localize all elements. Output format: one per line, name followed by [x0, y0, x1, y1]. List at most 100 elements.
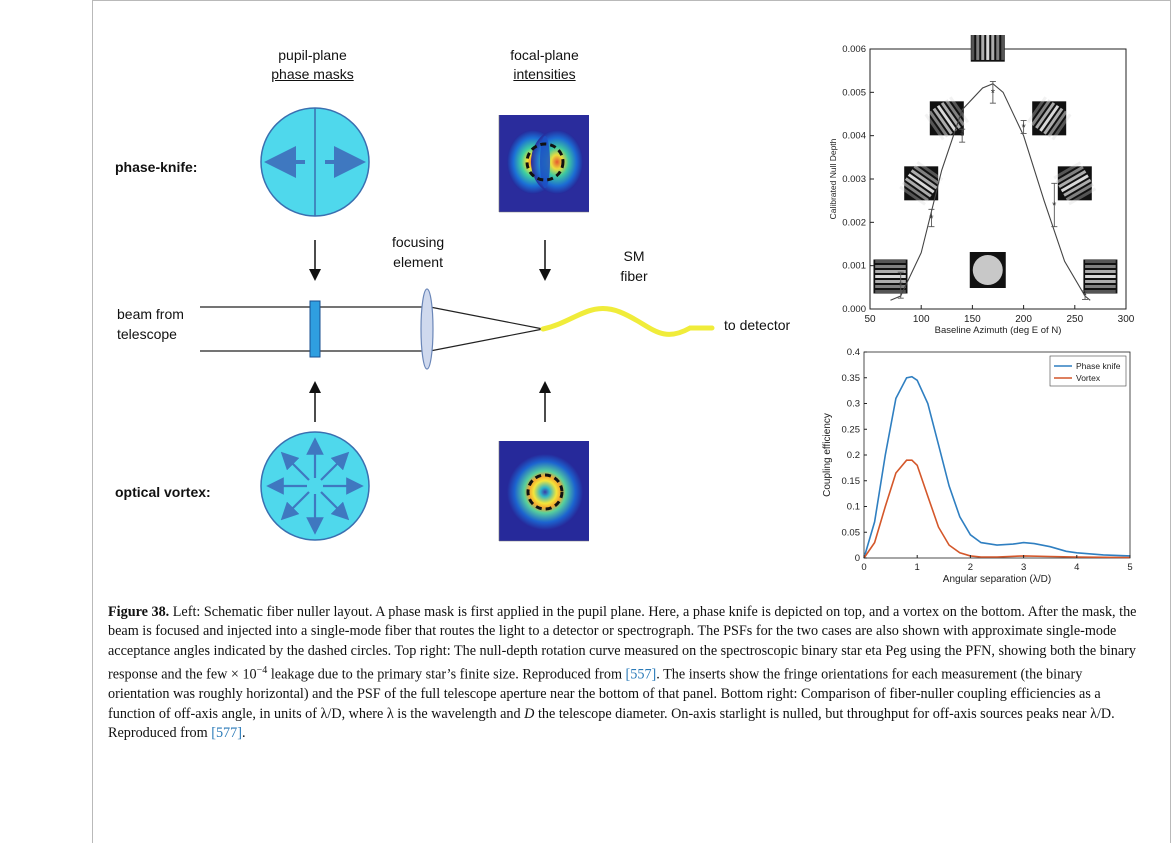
fringe-stripe [907, 173, 935, 194]
frame-left-border [92, 0, 93, 843]
fringe-stripe [1085, 280, 1116, 283]
fringe-stripe [949, 96, 970, 124]
psf-vortex [498, 441, 589, 542]
fiber-label-line2: fiber [620, 268, 648, 284]
fringe-stripe [1051, 113, 1072, 141]
phase-knife-mask [260, 107, 370, 217]
fringe-insert [1053, 161, 1097, 206]
caption-text-5: . [241, 725, 246, 742]
y-tick-label: 0.4 [847, 347, 860, 358]
y-axis-label: Calibrated Null Depth [828, 138, 838, 219]
y-tick-label: 0.003 [842, 174, 866, 185]
x-tick-label: 300 [1118, 314, 1135, 325]
legend-label: Phase knife [1076, 361, 1121, 371]
caption-text-1: Left: Schematic fiber nuller layout. A p… [108, 604, 1137, 683]
fringe-stripe [1047, 110, 1068, 138]
frame-top-border [92, 0, 1171, 1]
fringe-stripe [1085, 285, 1116, 288]
fringe-stripes [875, 260, 906, 293]
fringe-stripe [971, 35, 975, 60]
header-focal-line1: focal-plane [510, 47, 579, 63]
y-tick-label: 0.005 [842, 87, 866, 98]
beam-label-line1: beam from [117, 306, 184, 322]
figure-label: Figure 38. [108, 604, 170, 620]
caption-d-symbol: D [524, 705, 535, 722]
data-point: * [1021, 122, 1026, 134]
fringe-insert [924, 96, 970, 141]
fringe-stripe [1053, 161, 1082, 180]
fringe-stripes [1026, 96, 1072, 141]
data-point: * [899, 280, 904, 292]
fringe-stripe [1085, 260, 1116, 263]
fringe-stripe [1065, 183, 1094, 201]
caption-exponent: −4 [256, 665, 268, 677]
fringe-stripe [1031, 99, 1052, 126]
y-tick-label: 0.002 [842, 217, 866, 228]
fringe-stripe [1085, 270, 1116, 273]
schematic-diagram [200, 107, 715, 542]
fringe-stripe [899, 185, 926, 206]
fringe-insert [873, 259, 908, 294]
series-line [863, 375, 1131, 559]
focusing-label-line1: focusing [392, 234, 445, 250]
fringe-stripe [1043, 107, 1064, 135]
x-tick-label: 200 [1015, 314, 1032, 325]
fringe-stripe [1085, 275, 1116, 278]
caption-text-3: . The inserts show the fringe orientatio… [108, 666, 1101, 722]
fringe-stripe [1085, 265, 1116, 268]
figure-caption: Figure 38. Left: Schematic fiber nuller … [108, 603, 1143, 744]
fringe-stripe [991, 35, 995, 60]
y-tick-label: 0.006 [842, 44, 866, 55]
fringe-stripe [976, 35, 980, 60]
fringe-stripe [940, 102, 961, 129]
fringe-stripe [944, 99, 965, 126]
data-point: * [1083, 290, 1088, 302]
header-pupil-line1: pupil-plane [278, 47, 347, 63]
fringe-stripe [924, 113, 945, 141]
data-point: * [1052, 200, 1057, 212]
series-line [863, 459, 1131, 559]
fringe-stripe [1060, 174, 1089, 193]
caption-text-4: the telescope diameter. On-axis starligh… [108, 705, 1115, 742]
y-tick-label: 0.3 [847, 399, 860, 410]
fringe-stripe [1068, 187, 1097, 206]
y-axis-label: Coupling efficiency [822, 413, 833, 497]
fringe-stripe [1085, 290, 1116, 293]
fringe-stripe [936, 104, 957, 132]
caption-text-2: leakage due to the primary star’s finite… [267, 666, 626, 683]
y-tick-label: 0.1 [847, 502, 860, 513]
fringe-stripes [971, 35, 1005, 60]
fringe-stripe [928, 110, 949, 138]
vortex-mask [260, 431, 370, 541]
fringe-stripes [924, 96, 970, 141]
fringe-stripe [1001, 35, 1005, 60]
focusing-element-label: focusing element [392, 232, 444, 272]
header-focal-line2: intensities [513, 66, 576, 82]
header-focal-plane: focal-plane intensities [482, 46, 607, 84]
x-tick-label: 100 [913, 314, 930, 325]
data-point: * [929, 213, 934, 225]
y-tick-label: 0.05 [842, 527, 861, 538]
fringe-stripe [1035, 102, 1056, 129]
fringe-stripe [1039, 104, 1060, 132]
x-axis-label: Baseline Azimuth (deg E of N) [935, 325, 1062, 335]
reference-link-557[interactable]: [557] [625, 666, 657, 683]
beam-label: beam from telescope [117, 304, 184, 344]
fringe-stripe [996, 35, 1000, 60]
fringe-stripe [875, 265, 906, 268]
psf-insert-spot [972, 255, 1003, 285]
x-axis-label: Angular separation (λ/D) [943, 574, 1051, 585]
reference-link-577[interactable]: [577] [211, 725, 242, 742]
focusing-label-line2: element [393, 254, 443, 270]
fringe-insert [1026, 96, 1072, 141]
fringe-stripe [904, 177, 932, 198]
header-pupil-line2: phase masks [271, 66, 354, 82]
x-tick-label: 50 [864, 314, 876, 325]
y-tick-label: 0.2 [847, 450, 860, 461]
legend-box [1049, 355, 1127, 387]
fringe-insert [1083, 259, 1118, 294]
x-tick-label: 250 [1066, 314, 1083, 325]
fringe-stripes [899, 161, 944, 206]
y-tick-label: 0.35 [842, 373, 861, 384]
y-tick-label: 0.004 [842, 131, 866, 142]
